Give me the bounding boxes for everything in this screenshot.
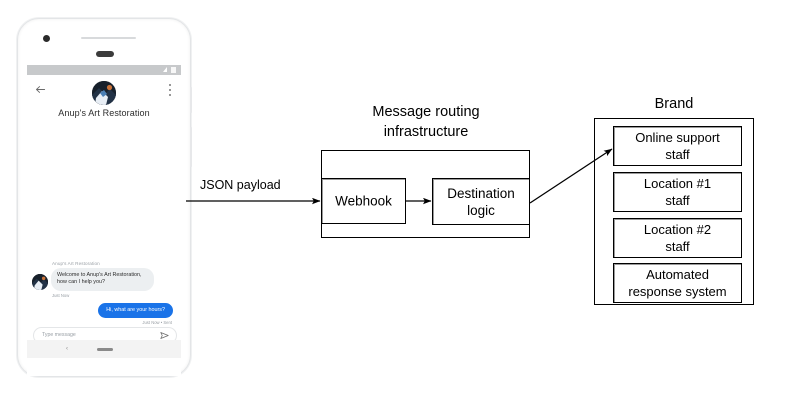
destination-logic-label-line2: logic	[467, 202, 495, 218]
destination-logic-node[interactable]: Destination logic	[432, 178, 530, 225]
brand-title: Brand	[654, 96, 694, 112]
outgoing-message-timestamp: Just Now • Sent	[142, 320, 172, 325]
incoming-message-bubble: Welcome to Anup's Art Restoration, how c…	[51, 268, 154, 291]
recipient-online-support-staff[interactable]: Online support staff	[613, 126, 742, 166]
avatar-artwork	[92, 81, 116, 105]
signal-icon	[163, 67, 167, 72]
recipient-location-1-staff[interactable]: Location #1 staff	[613, 172, 742, 212]
recipient-3-line1: Location #2	[643, 222, 712, 237]
nav-back-icon[interactable]: ‹	[66, 346, 68, 352]
webhook-label: Webhook	[335, 193, 392, 209]
infrastructure-title-line1: Message routing	[372, 104, 480, 120]
message-sender-name: Anup's Art Restoration	[52, 261, 100, 266]
volume-button[interactable]	[190, 127, 192, 167]
webhook-node[interactable]: Webhook	[321, 178, 406, 224]
android-nav-bar: ‹	[27, 340, 181, 358]
message-avatar	[32, 274, 48, 290]
recipient-2-line2: staff	[665, 193, 690, 208]
destination-logic-label-line1: Destination	[447, 185, 515, 201]
nav-home-icon[interactable]	[97, 348, 113, 351]
back-arrow-icon[interactable]	[35, 84, 46, 95]
infrastructure-title-line2: infrastructure	[383, 124, 469, 140]
front-camera-icon	[43, 35, 50, 42]
status-bar	[27, 65, 181, 75]
recipient-label-3: Location #2 staff	[614, 221, 741, 255]
recipient-2-line1: Location #1	[643, 176, 712, 191]
recipient-automated-response-system[interactable]: Automated response system	[613, 263, 742, 303]
recipient-3-line2: staff	[665, 239, 690, 254]
destination-logic-label: Destination logic	[433, 185, 529, 219]
conversation-title: Anup's Art Restoration	[58, 108, 150, 118]
send-icon[interactable]	[160, 331, 169, 340]
outgoing-message-bubble: Hi, what are your hours?	[98, 303, 173, 319]
battery-icon	[171, 67, 176, 73]
recipient-label-2: Location #1 staff	[614, 175, 741, 209]
power-button[interactable]	[190, 87, 192, 113]
incoming-message-timestamp: Just Now	[52, 293, 70, 298]
message-input-placeholder[interactable]: Type message	[42, 332, 76, 338]
infrastructure-title: Message routing infrastructure	[321, 102, 531, 142]
recipient-1-line2: staff	[665, 147, 690, 162]
phone-top-seam	[81, 37, 136, 39]
kebab-menu-icon[interactable]	[169, 84, 172, 96]
recipient-label-1: Online support staff	[614, 129, 741, 163]
recipient-4-line1: Automated	[646, 267, 709, 282]
earpiece-speaker-icon	[96, 51, 114, 57]
avatar-artwork-small	[32, 274, 48, 290]
recipient-1-line1: Online support	[635, 130, 720, 145]
recipient-location-2-staff[interactable]: Location #2 staff	[613, 218, 742, 258]
brand-avatar	[92, 81, 116, 105]
phone-mockup: Anup's Art Restoration Anup's Art Restor…	[17, 18, 192, 377]
phone-chin	[27, 358, 181, 376]
recipient-4-line2: response system	[628, 284, 727, 299]
phone-screen: Anup's Art Restoration Anup's Art Restor…	[27, 75, 181, 344]
recipient-label-4: Automated response system	[614, 266, 741, 300]
json-payload-label: JSON payload	[200, 178, 281, 192]
